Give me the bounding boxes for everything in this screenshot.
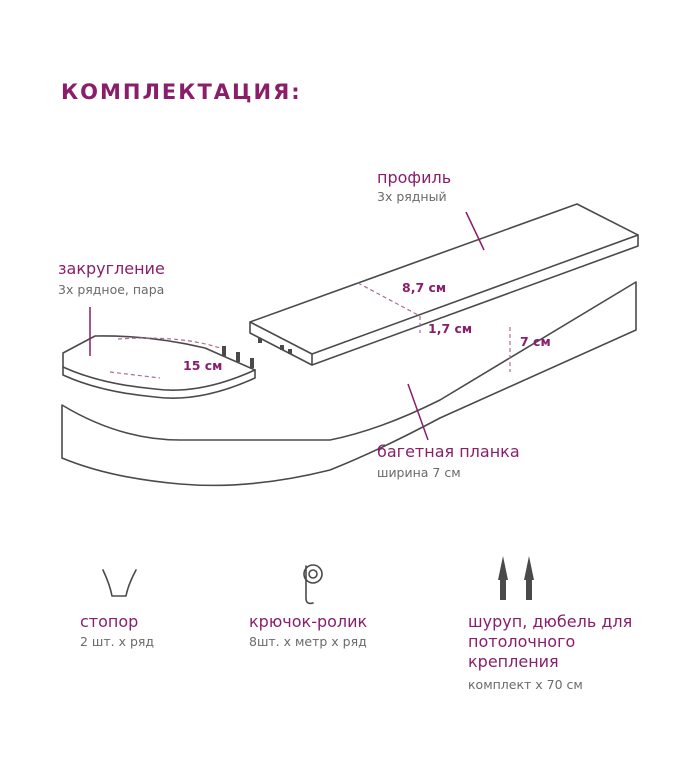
rounding-radius-label: 15 см — [183, 358, 223, 373]
hook-roller-icon — [303, 564, 323, 605]
dimension-lines — [109, 282, 511, 379]
hook-roller-label: крючок-ролик — [249, 612, 368, 631]
rounding-note: 3х рядное, пара — [58, 282, 165, 297]
rounding-shape — [62, 335, 256, 391]
screw-dowel-note: комплект х 70 см — [468, 677, 583, 692]
rounding-label: закругление — [58, 259, 165, 278]
page-title: КОМПЛЕКТАЦИЯ: — [61, 80, 302, 104]
baget-strip-shape — [61, 281, 637, 487]
screw-dowel-label: шуруп, дюбель для потолочного крепления — [468, 612, 633, 671]
profile-label: профиль — [377, 168, 452, 187]
baget-height-label: 7 см — [520, 334, 551, 349]
hook-roller-note: 8шт. х метр х ряд — [249, 634, 367, 649]
screw-dowel-icon — [498, 556, 534, 600]
profile-height-label: 1,7 см — [428, 321, 473, 336]
baget-label: багетная планка — [377, 442, 520, 461]
stopper-icon — [102, 569, 137, 597]
stopper-label: стопор — [80, 612, 139, 631]
profile-note: 3х рядный — [377, 189, 447, 204]
connector-teeth — [222, 338, 292, 368]
stopper-note: 2 шт. х ряд — [80, 634, 155, 649]
profile-width-label: 8,7 см — [402, 280, 447, 295]
baget-note: ширина 7 см — [377, 465, 461, 480]
